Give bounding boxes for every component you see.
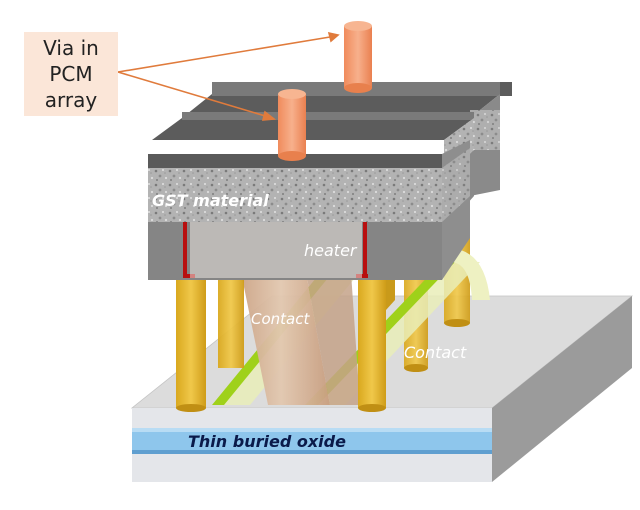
gst-material-layer — [148, 168, 442, 222]
contact-pillar — [358, 278, 386, 408]
oxide-label: Thin buried oxide — [188, 432, 346, 451]
via-back — [344, 21, 372, 93]
callout-line-3: array — [44, 88, 98, 112]
electrode — [183, 274, 195, 278]
contact-label-2: Contact — [404, 343, 467, 362]
callout-line-1: Via in — [43, 36, 99, 60]
contact-pillar — [176, 278, 206, 408]
gst-bar-front: GST material heater — [148, 140, 470, 280]
contact-pillar — [218, 278, 244, 368]
via-front — [278, 89, 306, 161]
front-pillars — [176, 278, 395, 412]
gst-bar-cap — [148, 154, 442, 168]
gst-label: GST material — [152, 191, 269, 210]
oxide-band — [132, 428, 492, 454]
via-callout: Via in PCM array — [24, 32, 118, 116]
electrode — [183, 222, 187, 278]
callout-line-2: PCM — [49, 62, 93, 86]
arrow-to-front-via — [117, 71, 273, 119]
arrow-to-back-via — [117, 35, 337, 73]
contact-label-1: Contact — [251, 310, 310, 328]
callout-arrows — [117, 31, 340, 121]
electrode — [363, 222, 367, 278]
substrate-right-face — [492, 296, 632, 482]
heater-label: heater — [304, 241, 358, 260]
